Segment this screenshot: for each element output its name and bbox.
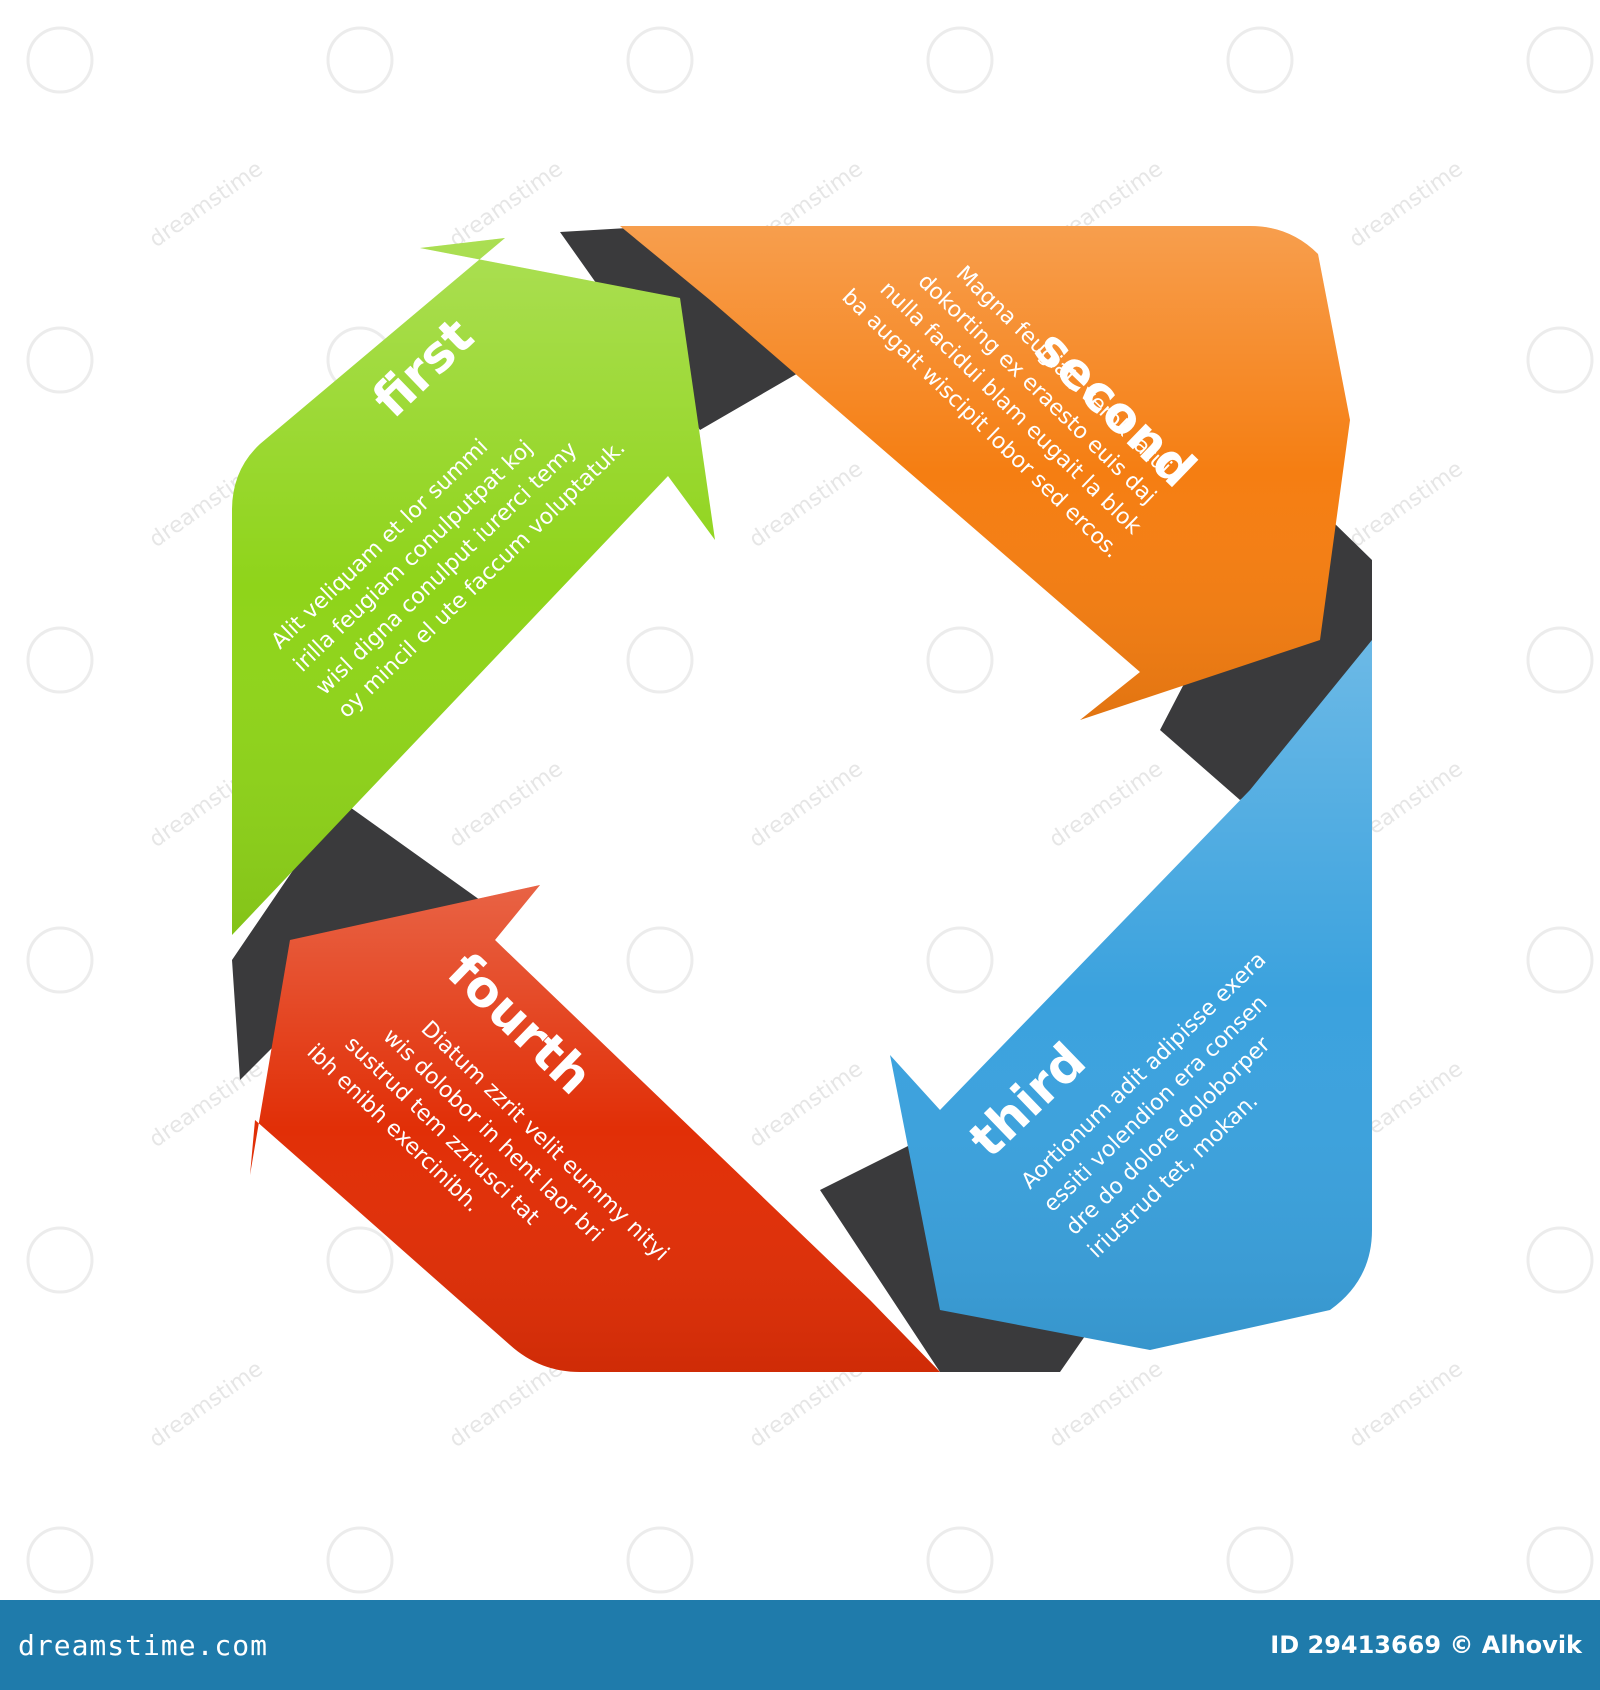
watermark-text: dreamstime (745, 1057, 868, 1153)
watermark-text: dreamstime (445, 757, 568, 853)
watermark-spiral-icon (326, 1226, 394, 1294)
watermark-spiral-icon (26, 326, 94, 394)
watermark-spiral-icon (1526, 26, 1594, 94)
watermark-spiral-icon (1526, 926, 1594, 994)
watermark-spiral-icon (926, 926, 994, 994)
watermark-spiral-icon (1526, 626, 1594, 694)
watermark-text: dreamstime (1045, 757, 1168, 853)
watermark-text: dreamstime (1345, 157, 1468, 253)
watermark-text: dreamstime (145, 1357, 268, 1453)
watermark-text: dreamstime (445, 1357, 568, 1453)
step-fourth-arrow: fourth Diatum zzrit velit eummy nityi wi… (250, 885, 940, 1372)
watermark-spiral-icon (326, 26, 394, 94)
watermark-text: dreamstime (145, 1057, 268, 1153)
watermark-spiral-icon (926, 1526, 994, 1594)
watermark-text: dreamstime (1345, 457, 1468, 553)
watermark-spiral-icon (1226, 1526, 1294, 1594)
step-third-arrow: third Aortionum adit adipisse exera essi… (890, 640, 1372, 1350)
watermark-spiral-icon (626, 26, 694, 94)
watermark-text: dreamstime (1045, 1357, 1168, 1453)
watermark-spiral-icon (26, 1226, 94, 1294)
watermark-spiral-icon (926, 626, 994, 694)
watermark-spiral-icon (26, 626, 94, 694)
watermark-text: dreamstime (445, 157, 568, 253)
fourth-arrow-gloss (250, 885, 940, 1372)
watermark-spiral-icon (1526, 1226, 1594, 1294)
watermark-text: dreamstime (1345, 1357, 1468, 1453)
watermark-spiral-icon (1526, 326, 1594, 394)
watermark-spiral-icon (626, 626, 694, 694)
process-diagram: dreamstime dreamstime dreamstime dreamstime… (26, 26, 1594, 1594)
footer-brand[interactable]: dreamstime.com (18, 1628, 269, 1662)
watermark-spiral-icon (26, 926, 94, 994)
footer-bar: dreamstime.com ID 29413669 © Alhovik (0, 1600, 1600, 1690)
footer-credit: ID 29413669 © Alhovik (1270, 1631, 1582, 1659)
watermark-spiral-icon (926, 26, 994, 94)
watermark-spiral-icon (626, 1526, 694, 1594)
watermark-spiral-icon (626, 926, 694, 994)
second-arrow-gloss (620, 226, 1350, 720)
third-arrow-gloss (890, 640, 1372, 1350)
step-first-arrow: first Alit veliquam et lor summi irilla … (232, 238, 715, 935)
watermark-spiral-icon (1226, 26, 1294, 94)
first-arrow-gloss (232, 238, 715, 935)
watermark-spiral-icon (326, 1526, 394, 1594)
watermark-spiral-icon (26, 26, 94, 94)
watermark-spiral-icon (1526, 1526, 1594, 1594)
watermark-text: dreamstime (745, 457, 868, 553)
watermark-text: dreamstime (745, 757, 868, 853)
watermark-spiral-icon (26, 1526, 94, 1594)
step-second-arrow: second Magna feugiat, verok latui dokort… (620, 226, 1350, 720)
watermark-text: dreamstime (145, 157, 268, 253)
